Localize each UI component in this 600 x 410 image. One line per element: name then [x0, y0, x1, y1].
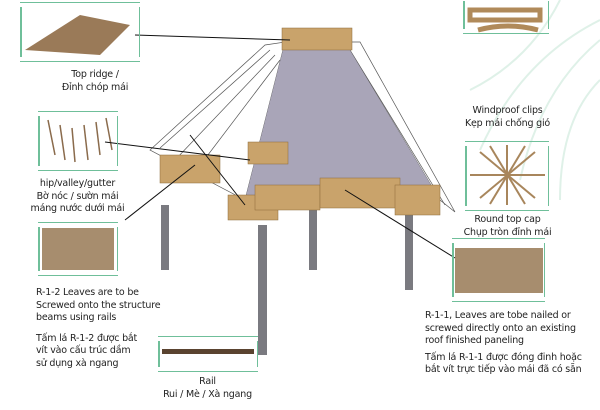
hip-piece-image	[47, 117, 113, 163]
rail-label: Rail Rui / Mè / Xà ngang	[145, 376, 270, 401]
r11-note: R-1-1, Leaves are tobe nailed or screwed…	[425, 310, 600, 377]
hip-en: hip/valley/gutter	[39, 178, 116, 189]
r12-vi-line: Tấm lá R-1-2 được bắt	[36, 332, 138, 344]
top-ridge-image	[25, 15, 130, 55]
callout-lines	[104, 34, 456, 259]
windproof-frame	[463, 0, 549, 34]
r12-frame	[38, 222, 118, 276]
hip-vi-1: Bờ nóc / sườn mái	[36, 190, 119, 202]
rail-frame	[158, 336, 258, 372]
r11-frame	[452, 238, 545, 302]
r12-en-line: R-1-2 Leaves are to be	[36, 287, 139, 298]
r11-vi-line: Tấm lá R-1-1 được đóng đinh hoặc	[425, 351, 582, 363]
r12-vi-line: vít vào cấu trúc dầm	[36, 345, 131, 356]
top-ridge-vi: Đỉnh chóp mái	[61, 81, 129, 93]
round-cap-vi: Chụp tròn đỉnh mái	[463, 226, 552, 238]
rail-vi: Rui / Mè / Xà ngang	[163, 388, 252, 400]
round-cap-image	[470, 145, 545, 205]
rail-en: Rail	[199, 376, 216, 387]
top-ridge-en: Top ridge /	[71, 69, 119, 80]
r11-en-line: R-1-1, Leaves are tobe nailed or	[425, 310, 571, 321]
hip-vi-2: máng nước dưới mái	[30, 203, 125, 214]
r12-en-line: beams using rails	[36, 312, 117, 323]
windproof-clip-image	[467, 7, 543, 33]
thatch-pieces	[159, 27, 441, 221]
r12-en-line: Screwed onto the structure	[36, 299, 161, 311]
r11-en-line: screwed directly onto an existing	[425, 322, 576, 334]
roof-panel	[245, 42, 440, 200]
r11-en-line: roof finished paneling	[425, 335, 524, 346]
round-cap-label: Round top cap Chụp tròn đỉnh mái	[450, 214, 565, 239]
hip-frame	[38, 111, 118, 171]
r12-note: R-1-2 Leaves are to be Screwed onto the …	[36, 287, 206, 370]
r11-leaf-image	[455, 248, 543, 293]
r12-leaf-image	[42, 228, 114, 270]
windproof-vi: Kẹp mái chống gió	[464, 117, 551, 129]
top-ridge-label: Top ridge / Đỉnh chóp mái	[20, 69, 170, 94]
thumbnail-images	[25, 7, 545, 354]
r11-vi-line: bắt vít trực tiếp vào mái đã có sẵn	[425, 364, 582, 375]
hip-label: hip/valley/gutter Bờ nóc / sườn mái máng…	[15, 178, 140, 216]
round-cap-en: Round top cap	[474, 214, 541, 225]
gazebo-posts	[161, 205, 413, 355]
top-ridge-frame	[20, 2, 140, 62]
round-cap-frame	[465, 141, 549, 211]
r12-vi-line: sử dụng xà ngang	[36, 357, 119, 369]
rail-image	[162, 349, 254, 354]
windproof-en: Windproof clips	[472, 105, 543, 116]
windproof-label: Windproof clips Kẹp mái chống gió	[450, 105, 565, 130]
